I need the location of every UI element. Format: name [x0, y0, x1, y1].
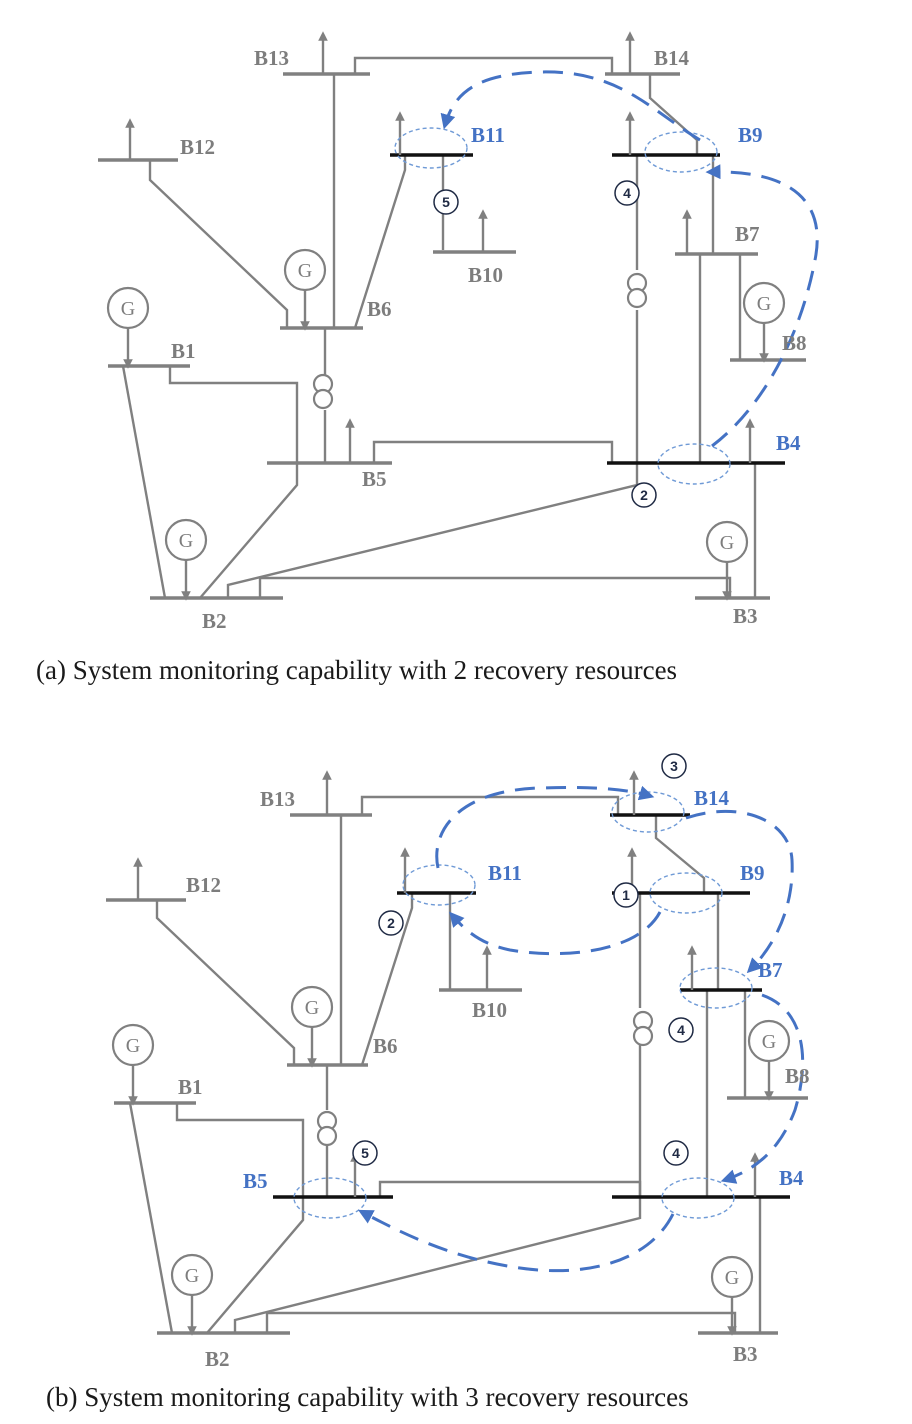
- panel-b-recovery-paths: [358, 785, 805, 1273]
- svg-text:G: G: [185, 1265, 199, 1287]
- panel-b-label-b7: B7: [758, 958, 783, 982]
- panel-a-generator-b2: G: [164, 518, 208, 601]
- panel-a-label-b12: B12: [180, 135, 215, 159]
- svg-text:G: G: [179, 530, 193, 552]
- panel-a-recovery-paths: [440, 70, 819, 448]
- panel-a-label-b4: B4: [776, 431, 801, 455]
- svg-text:G: G: [762, 1031, 776, 1053]
- panel-b-path-b7-b4: [720, 993, 805, 1184]
- panel-b-marker-4: 4: [668, 1017, 694, 1043]
- panel-b-path-b4-b5: [358, 1209, 675, 1273]
- panel-a-bus-labels: B1 B2 B3 B4 B5 B6 B7 B8 B9 B10 B11 B12 B…: [171, 46, 807, 633]
- svg-text:G: G: [305, 997, 319, 1019]
- svg-text:5: 5: [442, 194, 450, 210]
- panel-a-transformer-b5-b6: [312, 373, 334, 410]
- panel-b-generator-b1: G: [111, 1023, 155, 1106]
- panel-a-monitor-zones: [394, 127, 731, 485]
- svg-text:5: 5: [361, 1145, 369, 1161]
- svg-text:G: G: [757, 293, 771, 315]
- panel-a-marker-1: 5: [433, 189, 459, 215]
- panel-a-transformer-b4-b9: [626, 272, 648, 309]
- svg-text:4: 4: [677, 1022, 685, 1038]
- panel-b-marker-6: 4: [663, 1140, 689, 1166]
- panel-b-label-b10: B10: [472, 998, 507, 1022]
- panel-b-label-b1: B1: [178, 1075, 203, 1099]
- panel-a-label-b14: B14: [654, 46, 690, 70]
- panel-b-label-b4: B4: [779, 1166, 804, 1190]
- svg-text:4: 4: [623, 185, 631, 201]
- panel-a-generator-b6: G: [283, 248, 327, 331]
- panel-b-marker-1: 3: [661, 753, 687, 779]
- svg-text:2: 2: [387, 915, 395, 931]
- svg-text:4: 4: [672, 1145, 680, 1161]
- panel-a-label-b9: B9: [738, 123, 763, 147]
- panel-b-label-b3: B3: [733, 1342, 758, 1366]
- panel-b-label-b14: B14: [694, 786, 730, 810]
- panel-a-generator-b8: G: [742, 281, 786, 363]
- panel-a-label-b2: B2: [202, 609, 227, 633]
- panel-a-label-b6: B6: [367, 297, 392, 321]
- svg-text:G: G: [126, 1035, 140, 1057]
- svg-text:G: G: [720, 532, 734, 554]
- svg-text:1: 1: [622, 887, 630, 903]
- panel-b-marker-3: 1: [613, 882, 639, 908]
- panel-a-label-b11: B11: [471, 123, 505, 147]
- panel-b-generator-b8: G: [747, 1019, 791, 1101]
- panel-a-label-b7: B7: [735, 222, 760, 246]
- panel-b-transformer-b4-b9: [632, 1010, 654, 1047]
- panel-a-label-b10: B10: [468, 263, 503, 287]
- panel-b-label-b9: B9: [740, 861, 765, 885]
- panel-b-loads: [133, 770, 760, 1197]
- panel-b-path-b14-b7: [685, 809, 794, 974]
- svg-text:G: G: [725, 1267, 739, 1289]
- svg-text:G: G: [298, 260, 312, 282]
- panel-a-branches: [121, 56, 757, 599]
- panel-b-label-b5: B5: [243, 1169, 268, 1193]
- panel-b-buses: [106, 813, 808, 1335]
- panel-a-label-b3: B3: [733, 604, 758, 628]
- panel-b-label-b11: B11: [488, 861, 522, 885]
- panel-b-label-b8: B8: [785, 1064, 810, 1088]
- panel-b-transformer-b5-b6: [316, 1110, 338, 1147]
- panel-b-path-b9-b11: [449, 911, 662, 956]
- panel-b-label-b13: B13: [260, 787, 295, 811]
- svg-text:3: 3: [670, 758, 678, 774]
- panel-a-caption: (a) System monitoring capability with 2 …: [36, 655, 677, 685]
- panel-b-marker-2: 2: [378, 910, 404, 936]
- panel-b-bus-labels: B1 B2 B3 B4 B5 B6 B7 B8 B9 B10 B11 B12 B…: [178, 786, 810, 1371]
- panel-b-branches: [128, 795, 762, 1334]
- panel-a-label-b5: B5: [362, 467, 387, 491]
- panel-b-generator-b6: G: [290, 985, 334, 1068]
- panel-b-path-b11-b14: [435, 785, 655, 869]
- panel-a-path-b4-b9: [705, 164, 819, 448]
- panel-a-label-b1: B1: [171, 339, 196, 363]
- panel-b-label-b2: B2: [205, 1347, 230, 1371]
- panel-b-generator-b2: G: [170, 1253, 214, 1336]
- panel-a-generator-b3: G: [705, 520, 749, 601]
- panel-a-label-b13: B13: [254, 46, 289, 70]
- panel-a-path-b9-b11: [440, 70, 701, 142]
- panel-a-diagram: G G G G G: [36, 31, 819, 685]
- panel-b-marker-5: 5: [352, 1140, 378, 1166]
- panel-a-marker-3: 2: [631, 482, 657, 508]
- panel-b-diagram: G G G G G: [46, 753, 810, 1412]
- panel-b-generator-b3: G: [710, 1255, 754, 1336]
- panel-b-label-b12: B12: [186, 873, 221, 897]
- svg-text:2: 2: [640, 487, 648, 503]
- panel-b-caption: (b) System monitoring capability with 3 …: [46, 1382, 689, 1412]
- panel-b-label-b6: B6: [373, 1034, 398, 1058]
- panel-a-generator-b1: G: [106, 286, 150, 369]
- panel-a-marker-2: 4: [614, 180, 640, 206]
- panel-a-label-b8: B8: [782, 331, 807, 355]
- svg-text:G: G: [121, 298, 135, 320]
- panel-a-loads: [125, 31, 755, 463]
